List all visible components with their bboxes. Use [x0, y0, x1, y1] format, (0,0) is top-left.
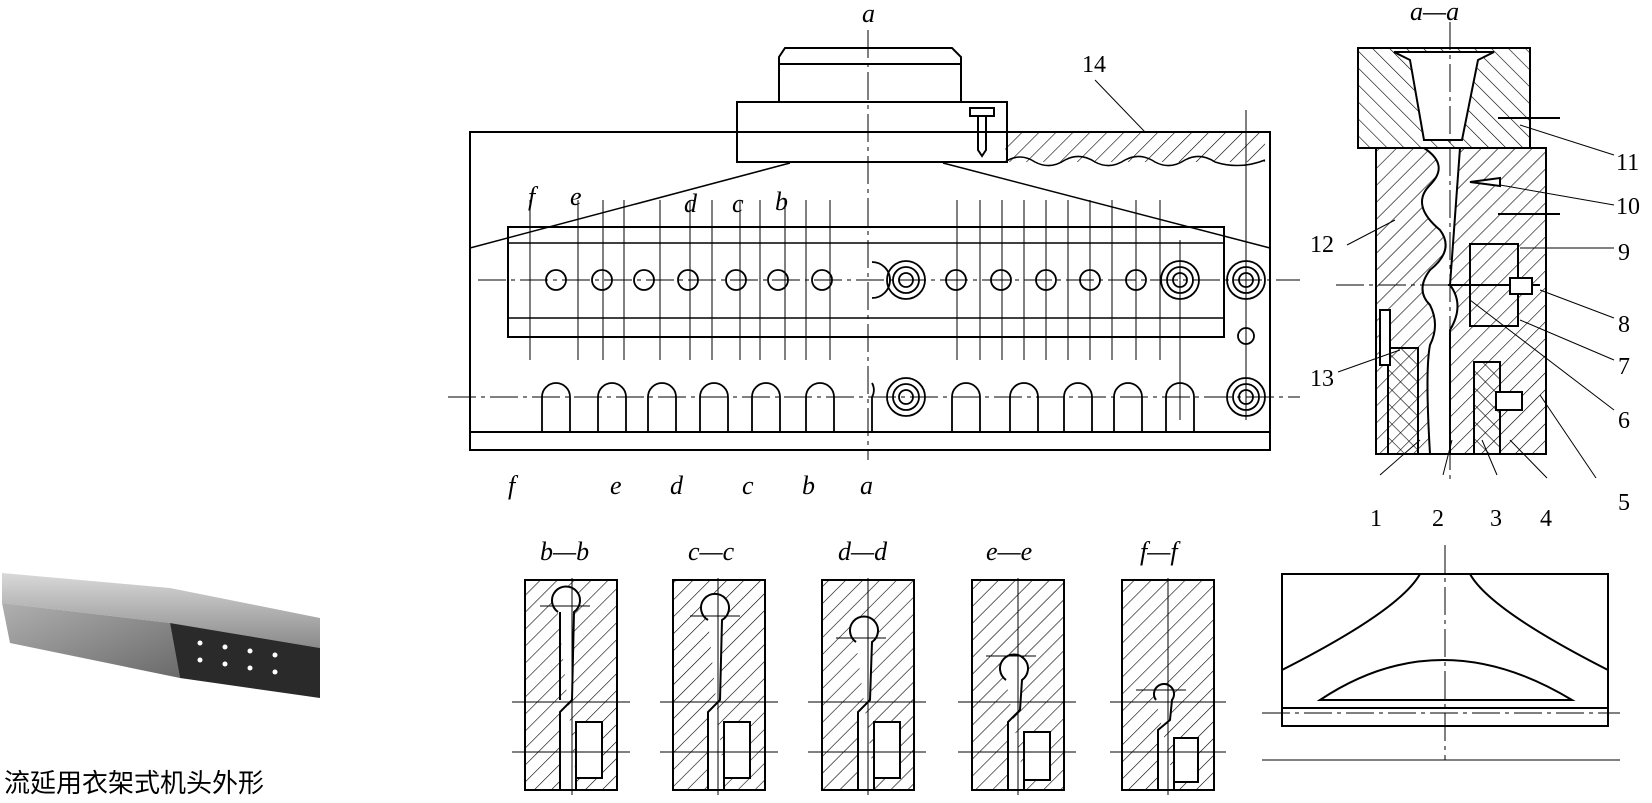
part-number-8: 8: [1618, 312, 1630, 338]
label-ee: e—e: [986, 537, 1032, 566]
label-bb: b—b: [540, 537, 589, 566]
label-cc: c—c: [688, 537, 735, 566]
die-photo: [2, 573, 320, 698]
plan-view: [448, 30, 1300, 460]
part-number-14: 14: [1082, 52, 1106, 78]
plan-letter-b-upper: b: [775, 187, 788, 216]
part-number-13: 13: [1310, 366, 1334, 392]
part-number-2: 2: [1432, 506, 1444, 532]
part-number-6: 6: [1618, 408, 1630, 434]
section-aa: [1357, 47, 1560, 455]
part-number-9: 9: [1618, 240, 1630, 266]
photo-caption: 流延用衣架式机头外形: [4, 769, 265, 799]
section-lines: [529, 110, 1247, 420]
part-number-5: 5: [1618, 490, 1630, 516]
plan-letter-b-lower: b: [802, 471, 815, 500]
hanger-section: [1281, 573, 1609, 727]
label-ff: f—f: [1140, 537, 1181, 566]
plan-letter-d-lower: d: [670, 471, 684, 500]
slot-row: [541, 382, 1195, 432]
plan-letter-e-lower: e: [610, 471, 622, 500]
label-a-top: a: [862, 0, 875, 28]
bolt-holes-row: [545, 260, 1266, 417]
plan-letter-a-lower: a: [860, 471, 873, 500]
part-number-3: 3: [1490, 506, 1502, 532]
plan-letter-c-upper: c: [732, 189, 744, 218]
plan-letter-e-upper: e: [570, 182, 582, 211]
part-number-1: 1: [1370, 506, 1382, 532]
leader-lines: [1094, 79, 1615, 479]
section-cc: [672, 579, 766, 791]
section-bb: [524, 579, 618, 791]
part-number-11: 11: [1616, 150, 1639, 176]
part-number-7: 7: [1618, 354, 1630, 380]
section-centerlines: [512, 578, 1226, 795]
part-number-12: 12: [1310, 232, 1334, 258]
label-aa: a—a: [1410, 0, 1459, 26]
label-dd: d—d: [838, 537, 888, 566]
plan-letter-c-lower: c: [742, 471, 754, 500]
part-number-10: 10: [1616, 194, 1640, 220]
plan-letter-f-upper: f: [528, 182, 539, 211]
plan-letter-d-upper: d: [684, 189, 698, 218]
plan-letter-f-lower: f: [508, 471, 519, 500]
part-number-4: 4: [1540, 506, 1552, 532]
